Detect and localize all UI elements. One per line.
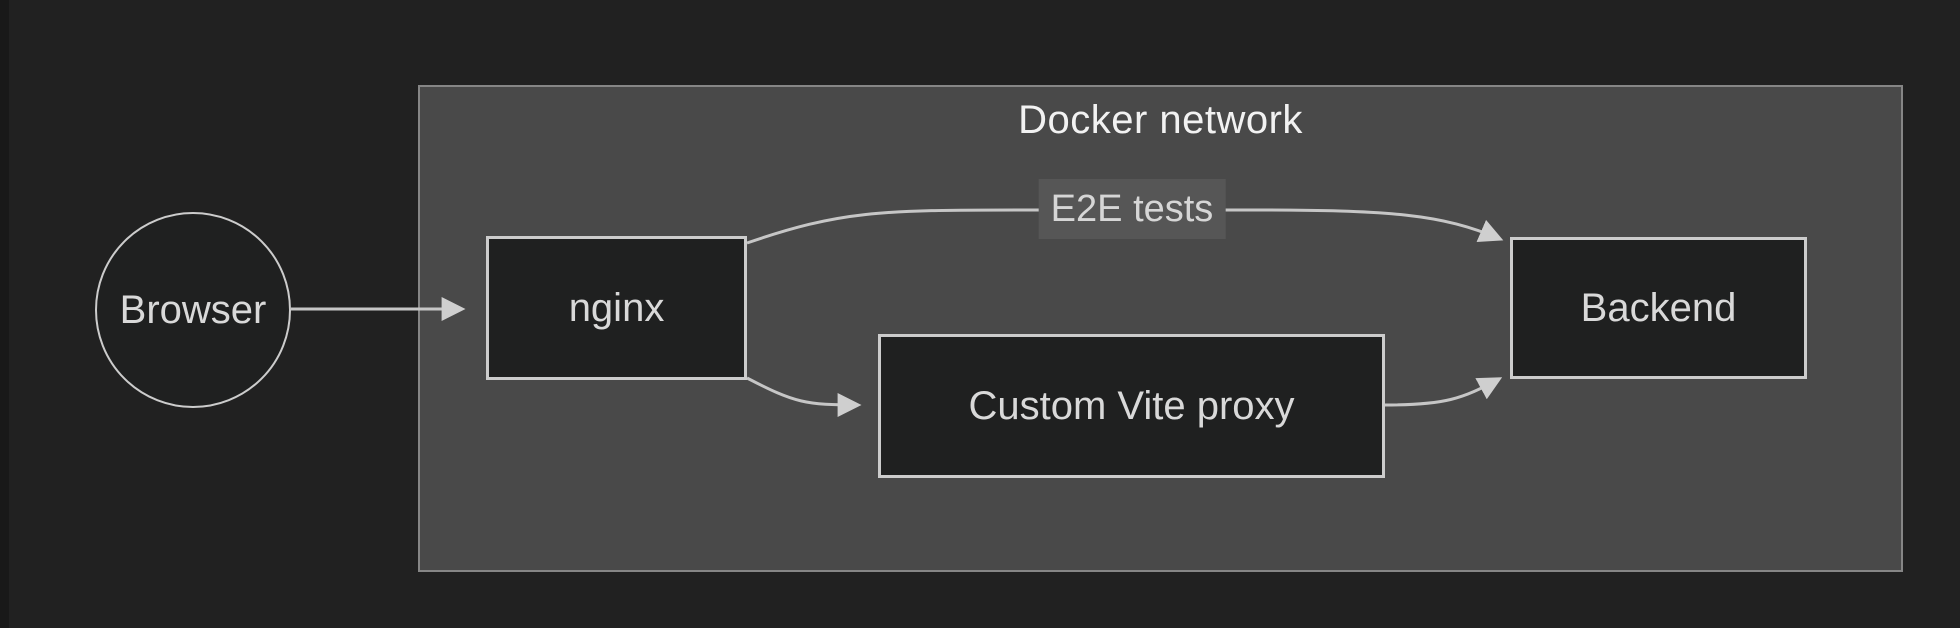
cluster-title: Docker network bbox=[1018, 98, 1303, 142]
backend-node: Backend bbox=[1510, 237, 1807, 379]
nginx-node-label: nginx bbox=[568, 285, 665, 330]
e2e-tests-edge-label: E2E tests bbox=[1038, 179, 1226, 239]
browser-node-label: Browser bbox=[119, 287, 267, 332]
custom-vite-proxy-node-label: Custom Vite proxy bbox=[968, 383, 1295, 428]
custom-vite-proxy-node: Custom Vite proxy bbox=[878, 334, 1385, 478]
browser-node: Browser bbox=[95, 212, 291, 408]
backend-node-label: Backend bbox=[1580, 285, 1737, 330]
edge-vite-to-backend bbox=[1384, 377, 1503, 407]
edge-nginx-to-vite bbox=[746, 376, 862, 417]
nginx-node: nginx bbox=[486, 236, 747, 380]
window-edge-strip bbox=[0, 0, 9, 628]
edge-nginx-to-backend bbox=[746, 208, 1504, 245]
